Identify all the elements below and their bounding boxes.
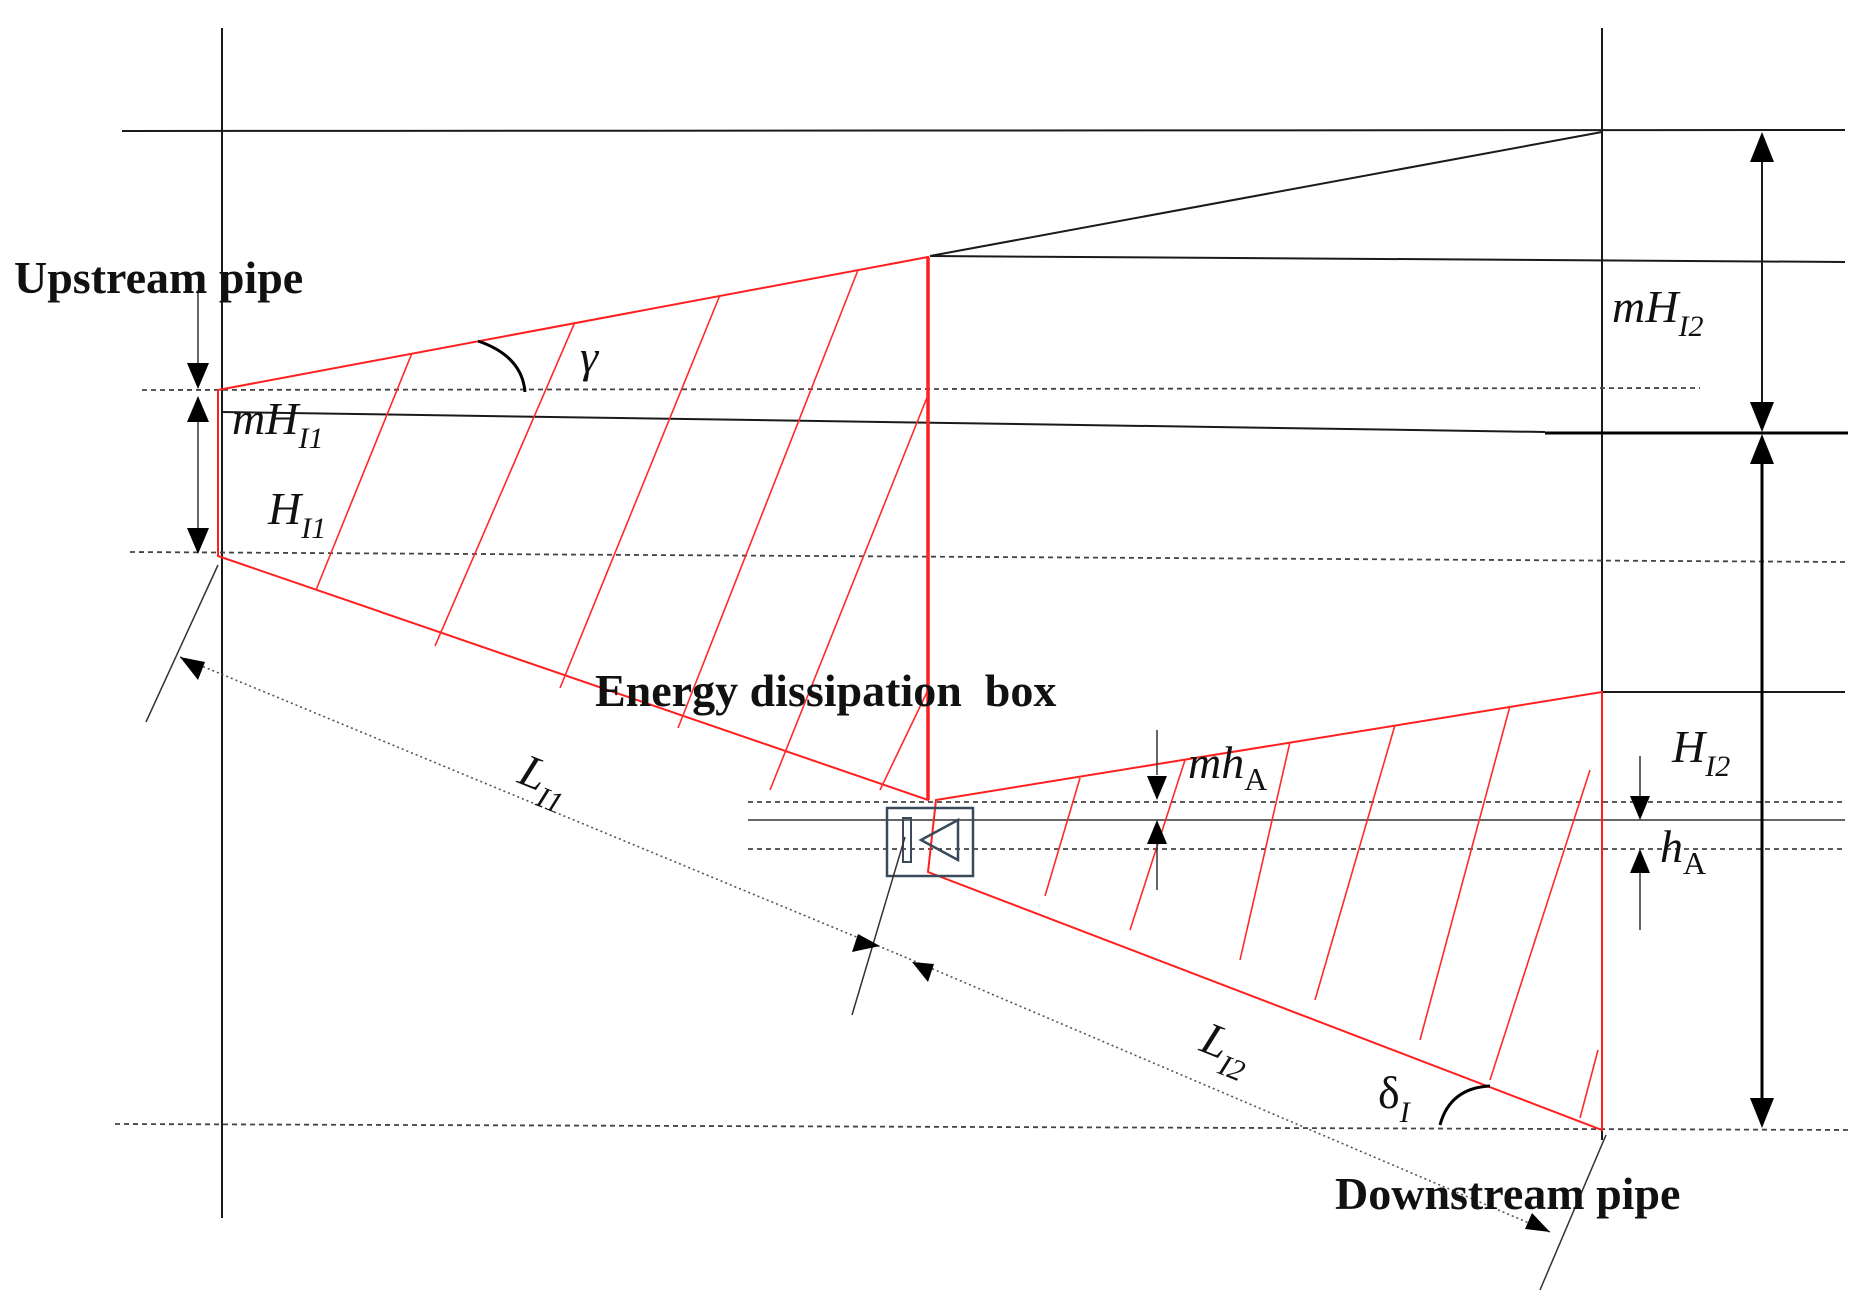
upstream-pipe-label: Upstream pipe bbox=[14, 252, 303, 303]
delta-angle-arc bbox=[1438, 1084, 1491, 1126]
L-I1-arrow-end bbox=[852, 934, 880, 952]
total-head-arrow-down bbox=[1750, 1098, 1774, 1128]
mh-A-label: mhA bbox=[1188, 737, 1267, 797]
H-I1-arrow-up bbox=[187, 396, 209, 422]
H-I1-label: HI1 bbox=[267, 483, 326, 545]
head-line-upper bbox=[929, 131, 1603, 257]
h-A-label: hA bbox=[1660, 821, 1706, 881]
downstream-hatching bbox=[1044, 705, 1599, 1119]
mH-I2-arrow-up bbox=[1750, 132, 1774, 162]
mH-I2-label: mHI2 bbox=[1612, 281, 1703, 343]
mh-A-arrow-down bbox=[1147, 776, 1167, 800]
L-I1-label: LI1 bbox=[507, 744, 578, 821]
L-I2-extension-right bbox=[1539, 1134, 1607, 1291]
dashed-upstream-bottom bbox=[129, 551, 1846, 563]
energy-dissipation-box-symbol bbox=[885, 806, 975, 878]
mH-I1-arrow-down bbox=[187, 363, 209, 389]
L-I2-arrow-start bbox=[912, 962, 934, 982]
mH-I1-line bbox=[221, 411, 1546, 433]
h-A-arrow-up bbox=[1630, 849, 1650, 873]
h-A-arrow-down bbox=[1630, 796, 1650, 820]
top-horizontal-line bbox=[121, 129, 1846, 132]
upper-right-horizontal-line bbox=[929, 255, 1846, 263]
downstream-pipe-label: Downstream pipe bbox=[1335, 1168, 1680, 1219]
L-I2-label: LI2 bbox=[1189, 1012, 1260, 1089]
L-I1-arrow-start bbox=[180, 657, 205, 680]
upstream-hatching bbox=[315, 269, 929, 791]
downstream-pressure-region bbox=[926, 690, 1603, 1132]
H-I1-arrow-down bbox=[187, 528, 209, 554]
dashed-downstream-bottom bbox=[114, 1123, 1853, 1131]
energy-box-label: Energy dissipation box bbox=[595, 665, 1056, 716]
L-I1-extension-right bbox=[851, 836, 906, 1016]
L-I2-arrow-end bbox=[1525, 1213, 1550, 1232]
dashed-upstream-level bbox=[141, 387, 1701, 391]
mH-I2-arrow-down bbox=[1750, 402, 1774, 432]
total-head-arrow-up bbox=[1750, 434, 1774, 464]
H-I2-label: HI2 bbox=[1671, 721, 1730, 783]
delta-I-label: δI bbox=[1378, 1067, 1412, 1129]
gamma-angle-arc bbox=[477, 339, 527, 393]
mH-I1-label: mHI1 bbox=[232, 393, 323, 455]
gamma-label: γ bbox=[580, 331, 600, 382]
L-I1-extension-left bbox=[145, 564, 219, 723]
mh-A-arrow-up bbox=[1147, 820, 1167, 844]
